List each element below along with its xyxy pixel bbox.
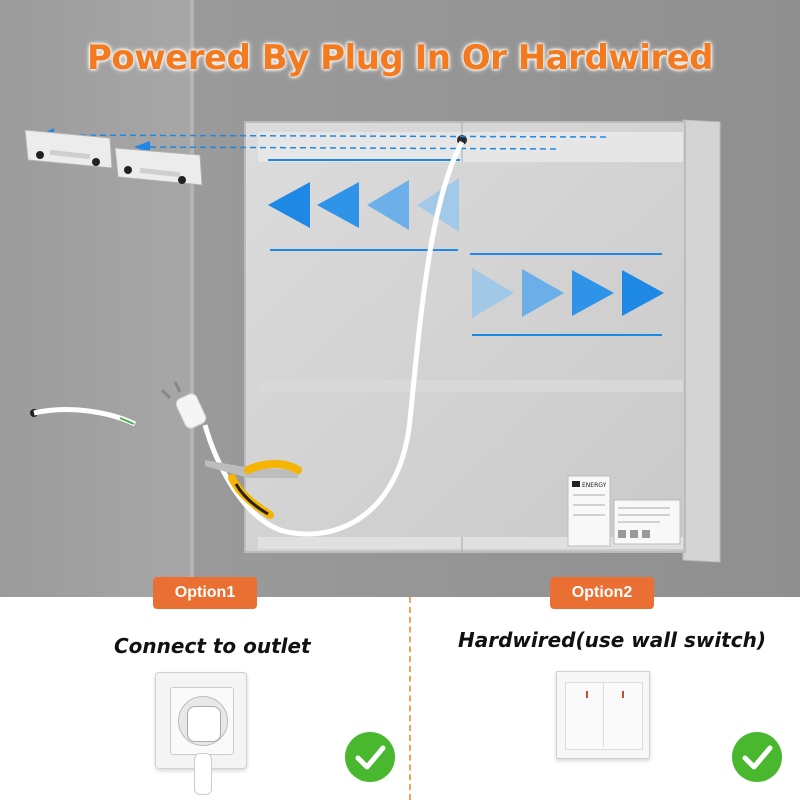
left-wall: [0, 0, 193, 597]
page-title: Powered By Plug In Or Hardwired: [86, 38, 714, 78]
option1-title: Connect to outlet: [114, 634, 311, 658]
option1-check-icon: [345, 732, 395, 782]
right-arrows: [472, 268, 664, 318]
product-photo: ENERGY Powered By Plug In Or Hardwired: [0, 0, 800, 597]
energy-label-text: ENERGY: [582, 482, 607, 489]
hardwire-cable: [30, 407, 137, 427]
mounting-brackets: [24, 129, 203, 186]
options-divider: [409, 597, 411, 800]
left-arrows: [268, 178, 459, 232]
product-scene: ENERGY: [0, 0, 800, 597]
option2-check-icon: [732, 732, 782, 782]
option2-title: Hardwired(use wall switch): [458, 628, 766, 652]
power-cable: [202, 140, 465, 537]
wire-cutter: [205, 460, 302, 519]
energy-label: ENERGY: [567, 475, 681, 547]
outlet-icon: [155, 672, 247, 795]
cabinet-back: [244, 121, 686, 553]
option2-badge: Option2: [550, 577, 654, 609]
plug: [160, 381, 207, 429]
wall-switch-icon: [556, 671, 650, 759]
option1-badge: Option1: [153, 577, 257, 609]
